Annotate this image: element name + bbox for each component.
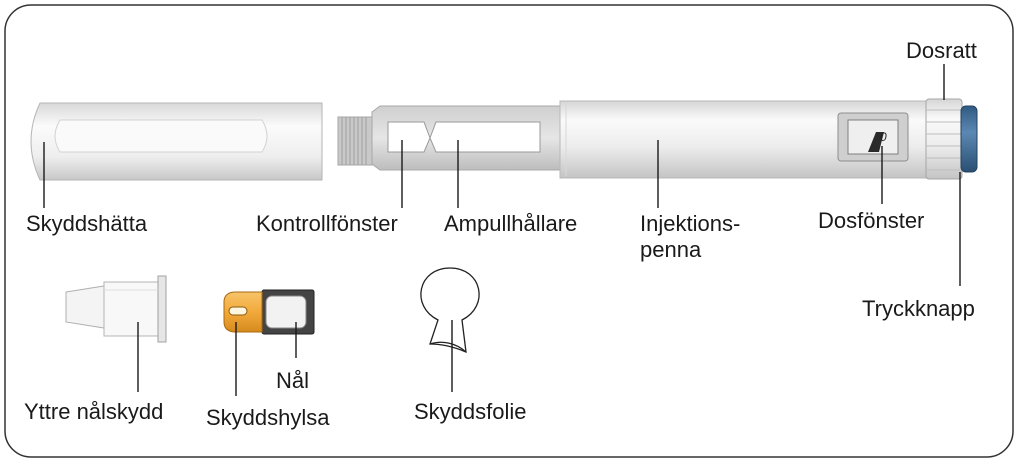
label-tryckknapp: Tryckknapp [862, 296, 975, 321]
label-nal: Nål [276, 368, 310, 393]
label-kontrollfonster: Kontrollfönster [256, 211, 398, 236]
label-dosfonster: Dosfönster [818, 208, 925, 233]
protective-foil [420, 267, 480, 354]
dose-selector[interactable] [925, 98, 963, 180]
cartridge-holder [337, 105, 563, 171]
label-skyddsfolie: Skyddsfolie [414, 399, 527, 424]
label-skyddshylsa: Skyddshylsa [206, 405, 330, 430]
pen-cap [30, 102, 323, 181]
label-dosratt: Dosratt [906, 38, 977, 63]
push-button[interactable] [960, 105, 978, 173]
dose-digit: 0 [880, 130, 887, 144]
outer-needle-cap [65, 275, 167, 343]
label-injektionspenna-line2: penna [640, 237, 702, 262]
label-injektionspenna-line1: Injektions- [640, 211, 741, 236]
needle-assembly [223, 289, 315, 335]
label-ampullhallare: Ampullhållare [444, 211, 578, 236]
label-yttre-nalskydd: Yttre nålskydd [24, 399, 164, 424]
label-skyddshatta: Skyddshätta [26, 211, 148, 236]
dose-window: 0 [837, 112, 909, 162]
label-injektionspenna: Injektions- penna [640, 211, 770, 263]
